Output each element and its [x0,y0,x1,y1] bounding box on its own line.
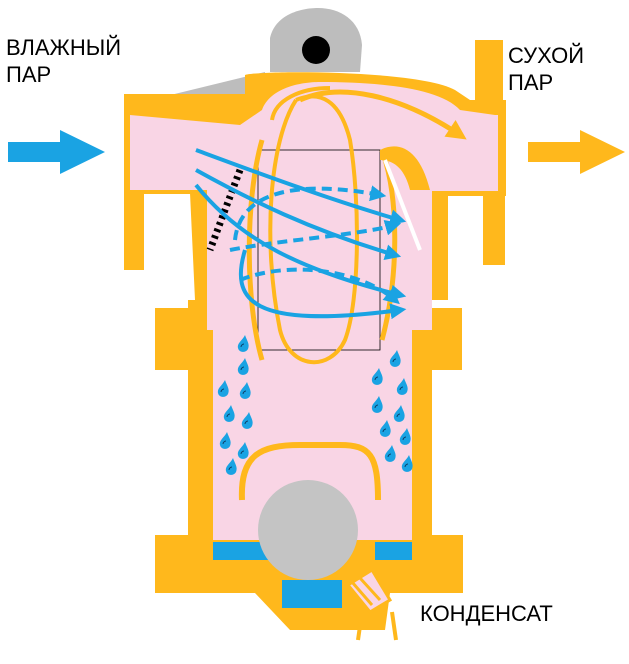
outlet-label-line1: СУХОЙ [508,43,585,68]
dry-steam-flow [298,89,467,140]
inlet-label-line1: ВЛАЖНЫЙ [6,35,122,60]
condensate-pool-left [213,542,271,560]
steam-chamber [130,82,498,540]
vent-hole [302,36,330,64]
outlet-arrow-icon [528,130,625,174]
inlet-label-line2: ПАР [6,62,52,87]
inlet-arrow-icon [8,130,105,174]
inlet-label: ВЛАЖНЫЙ ПАР [6,34,121,88]
float-ball [258,480,358,580]
drain-valve [345,567,398,641]
outlet-label: СУХОЙ ПАР [508,42,584,96]
outlet-label-line2: ПАР [508,70,554,95]
mesh-screen [206,168,244,252]
condensate-pool-right [375,542,412,560]
baffle [268,94,359,365]
wet-steam-flow [194,148,407,320]
condensate-outlet [282,580,342,608]
condensate-label: КОНДЕНСАТ [420,601,553,626]
